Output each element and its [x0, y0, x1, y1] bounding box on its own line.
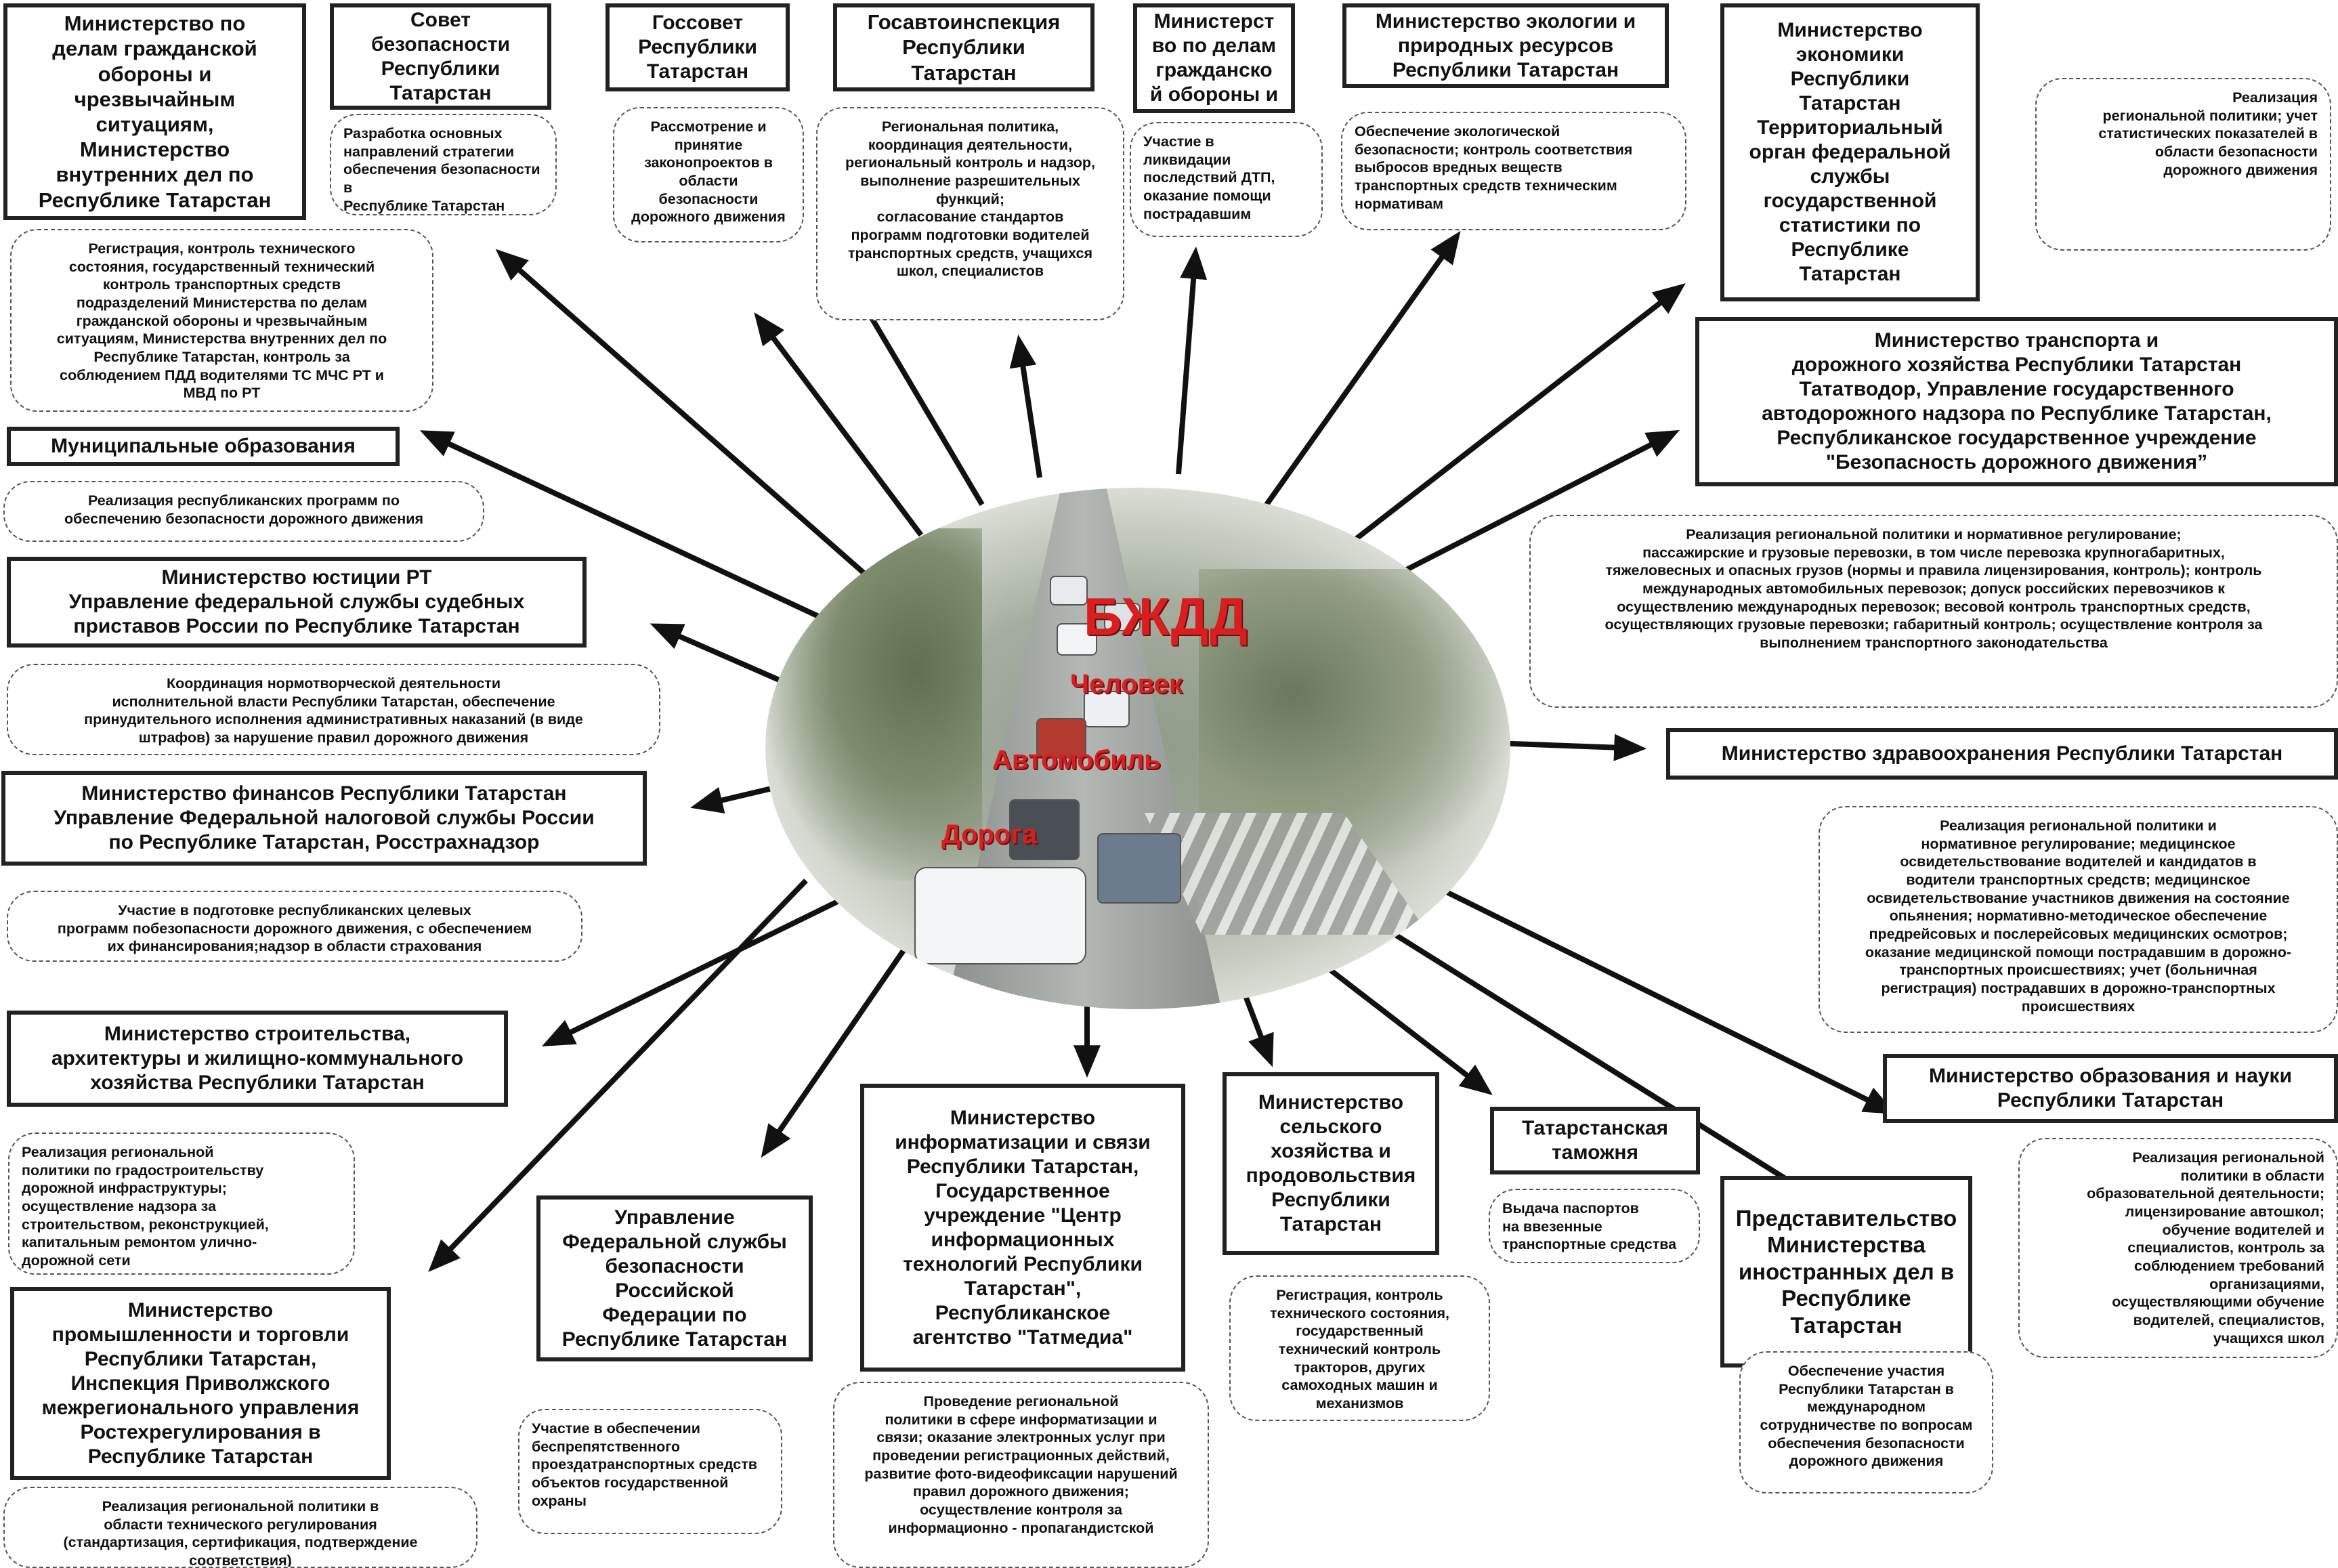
note-ecology: Обеспечение экологической безопасности; …: [1341, 112, 1686, 230]
arrow-to-gai: [1009, 334, 1042, 478]
car-dark: [1009, 799, 1080, 860]
org-mfa: Представительство Министерства иностранн…: [1720, 1176, 1972, 1368]
note-gossovet: Рассмотрение и принятие законопроектов в…: [613, 107, 804, 242]
note-justice: Координация нормотворческой деятельности…: [7, 664, 660, 755]
car-white-4: [1084, 691, 1130, 727]
org-transport: Министерство транспорта и дорожного хозя…: [1695, 317, 2338, 486]
note-customs: Выдача паспортов на ввезенные транспортн…: [1489, 1189, 1700, 1263]
org-gossovet: Госсовет Республики Татарстан: [605, 3, 790, 91]
org-economy: Министерство экономики Республики Татарс…: [1720, 3, 1980, 301]
org-agriculture: Министерство сельского хозяйства и продо…: [1223, 1072, 1439, 1255]
note-mfa: Обеспечение участия Республики Татарстан…: [1739, 1351, 1993, 1493]
org-customs: Татарстанская таможня: [1490, 1107, 1700, 1174]
note-security-council: Разработка основных направлений стратеги…: [330, 114, 557, 215]
car-front-white: [914, 867, 1086, 965]
hub-word-road: Дорога: [941, 820, 1038, 849]
org-construction: Министерство строительства, архитектуры …: [7, 1011, 508, 1107]
org-justice: Министерство юстиции РТ Управление федер…: [7, 557, 587, 648]
arrow-to-construction: [541, 878, 882, 1046]
note-education: Реализация региональной политики в облас…: [2018, 1138, 2338, 1358]
org-ecology: Министерство экологии и природных ресурс…: [1342, 3, 1669, 88]
trees-left: [765, 528, 982, 881]
car-white-1: [1050, 576, 1088, 606]
car-white-3: [1057, 623, 1097, 656]
org-informatization: Министерство информатизации и связи Респ…: [860, 1084, 1185, 1372]
note-economy: Реализация региональной политики; учет с…: [2035, 78, 2331, 251]
arrow-to-customs: [1322, 962, 1493, 1095]
note-municipal: Реализация республиканских программ по о…: [3, 481, 484, 542]
org-municipal: Муниципальные образования: [7, 427, 400, 466]
arrow-to-mchs-mvd: [495, 249, 869, 578]
note-health: Реализация региональной политики и норма…: [1819, 806, 2338, 1033]
note-transport: Реализация региональной политики и норма…: [1529, 515, 2338, 708]
org-education: Министерство образования и науки Республ…: [1883, 1054, 2338, 1123]
car-blue: [1097, 833, 1181, 904]
car-red: [1036, 718, 1086, 759]
org-health: Министерство здравоохранения Республики …: [1666, 728, 2338, 780]
note-agriculture: Регистрация, контроль технического состо…: [1229, 1275, 1490, 1421]
org-mchs-mvd: Министерство по делам гражданской оборон…: [3, 3, 306, 220]
arrow-to-transport: [1367, 429, 1680, 592]
hub-title: БЖДД: [1084, 587, 1249, 646]
org-gai: Госавтоинспекция Республики Татарстан: [833, 3, 1094, 91]
hub-word-car: Автомобиль: [992, 745, 1161, 775]
note-informatization: Проведение региональной политики в сфере…: [833, 1382, 1209, 1568]
note-mchs-mvd: Регистрация, контроль технического состо…: [10, 229, 433, 412]
arrow-to-industry: [428, 878, 808, 1273]
note-civil-defense: Участие в ликвидации последствий ДТП, ок…: [1130, 122, 1323, 237]
hub-word-person: Человек: [1070, 669, 1183, 699]
car-white-2: [1104, 603, 1141, 631]
arrow-to-security-council: [754, 312, 924, 537]
org-industry: Министерство промышленности и торговли Р…: [10, 1287, 391, 1480]
note-industry: Реализация региональной политики в облас…: [3, 1487, 477, 1568]
arrow-to-fsb: [761, 933, 917, 1158]
org-finance: Министерство финансов Республики Татарст…: [1, 771, 647, 866]
arrow-to-civil-defense: [1176, 246, 1208, 475]
org-security-council: Совет безопасности Республики Татарстан: [330, 3, 551, 110]
arrow-to-mfa: [1339, 898, 1835, 1210]
note-gai: Региональная политика, координация деяте…: [816, 107, 1124, 320]
note-construction: Реализация региональной политики по град…: [8, 1132, 355, 1275]
arrow-to-ecology: [1264, 230, 1461, 507]
org-fsb: Управление Федеральной службы безопаснос…: [536, 1195, 813, 1361]
arrow-to-economy: [1346, 283, 1686, 548]
central-road-image: БЖДД Человек Автомобиль Дорога: [765, 488, 1510, 1009]
note-finance: Участие в подготовке республиканских цел…: [7, 891, 582, 962]
org-civil-defense: Министерст во по делам гражданско й обор…: [1133, 3, 1295, 113]
note-fsb: Участие в обеспечении беспрепятственного…: [518, 1409, 782, 1534]
